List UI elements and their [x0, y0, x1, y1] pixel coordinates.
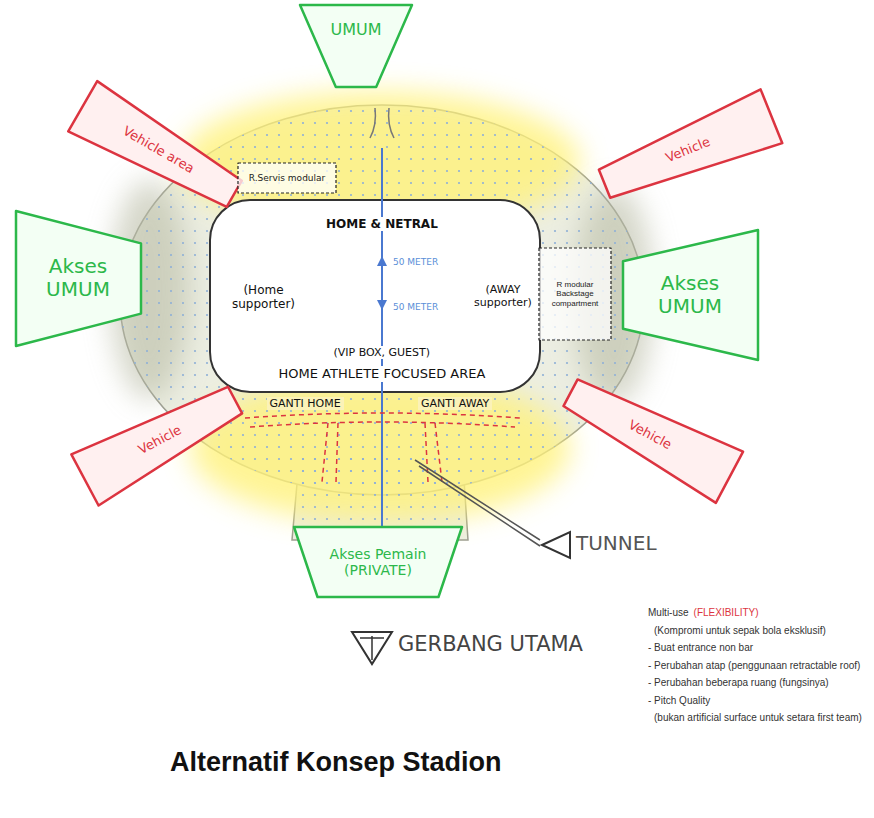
note-text: - Perubahan atap (penggunaan retractable…	[648, 660, 860, 671]
note-text: Multi-use	[648, 607, 689, 618]
zone-outline-shape	[300, 5, 412, 87]
stand-label: (AWAY supporter)	[466, 283, 540, 309]
zone-outline-shape	[557, 367, 743, 503]
dimension-label: 50 METER	[393, 257, 438, 268]
gate-marker	[352, 632, 392, 664]
zone-outline-shape	[68, 81, 249, 219]
note-row: - Buat entrance non bar	[648, 641, 868, 655]
note-text: - Perubahan beberapa ruang (fungsinya)	[648, 677, 829, 688]
vehicle-zone: Vehicle area	[68, 81, 249, 219]
pitch	[210, 200, 540, 392]
zone-text: Akses UMUM	[650, 272, 730, 318]
dimension-label: 50 METER	[393, 302, 438, 313]
note-text: - Pitch Quality	[648, 695, 710, 706]
zone-outline-shape	[623, 230, 758, 360]
vehicle-zone: Vehicle	[594, 89, 783, 210]
room-label: GANTI AWAY	[418, 397, 492, 410]
callout-label: GERBANG UTAMA	[398, 632, 583, 657]
notes-block: Multi-use (FLEXIBILITY) (Kompromi untuk se…	[648, 606, 868, 729]
zone-outline	[300, 5, 412, 87]
note-row: - Perubahan beberapa ruang (fungsinya)	[648, 676, 868, 690]
zone-label: Akses UMUM	[38, 255, 118, 301]
zone-text: R modular Backstage compartment	[547, 280, 603, 308]
modular-room-box: R modular Backstage compartment	[539, 248, 611, 340]
player-access-zone: Akses Pemain (PRIVATE)	[294, 527, 462, 597]
zone-label: R.Servis modular	[249, 173, 326, 183]
zone-text: UMUM	[330, 21, 381, 39]
zone-outline-shape	[71, 374, 248, 505]
note-text: (bukan artificial surface untuk setara f…	[654, 712, 862, 723]
north-entrance	[370, 108, 394, 138]
zone-outline-shape	[539, 248, 611, 340]
callout-label: TUNNEL	[576, 531, 657, 555]
note-row: - Perubahan atap (penggunaan retractable…	[648, 659, 868, 673]
tunnel-marker	[542, 532, 570, 558]
note-row: (bukan artificial surface untuk setara f…	[648, 711, 868, 725]
axis-line	[381, 148, 383, 540]
room-label: GANTI HOME	[267, 397, 344, 410]
stand-label: (Home supporter)	[216, 283, 311, 312]
zone-label: UMUM	[330, 21, 381, 39]
stand-label: (VIP BOX, GUEST)	[331, 346, 434, 359]
note-row: - Pitch Quality	[648, 694, 868, 708]
modular-room-box: R.Servis modular	[238, 163, 336, 193]
zone-outline-shape	[238, 163, 336, 193]
zone-label: Akses UMUM	[650, 272, 730, 318]
vehicle-zone: Vehicle	[71, 374, 248, 505]
zone-outline-shape	[594, 89, 783, 210]
arrow-up	[377, 256, 387, 266]
zone-text: Akses Pemain (PRIVATE)	[328, 546, 428, 578]
zone-outline-shape	[16, 211, 141, 346]
public-access-zone: Akses UMUM	[16, 211, 141, 346]
caption: Alternatif Konsep Stadion	[170, 746, 502, 778]
zone-label: R modular Backstage compartment	[547, 280, 603, 308]
arrow-down	[377, 300, 387, 310]
gate-marker	[360, 636, 384, 660]
zone-label: Akses Pemain (PRIVATE)	[328, 546, 428, 578]
note-text: (Kompromi untuk sepak bola eksklusif)	[654, 625, 826, 636]
tunnel-route	[245, 413, 520, 482]
public-access-zone: Akses UMUM	[623, 230, 758, 360]
vehicle-zone: Vehicle	[557, 367, 743, 503]
note-row: Multi-use (FLEXIBILITY)	[648, 606, 868, 620]
zone-text: Akses UMUM	[38, 255, 118, 301]
zone-heading: HOME ATHLETE FOCUSED AREA	[276, 366, 489, 382]
note-row: (Kompromi untuk sepak bola eksklusif)	[648, 624, 868, 638]
note-text: - Buat entrance non bar	[648, 642, 753, 653]
zone-outline-shape	[294, 527, 462, 597]
public-access-zone: UMUM	[300, 5, 412, 87]
zone-heading: HOME & NETRAL	[323, 217, 441, 231]
zone-text: R.Servis modular	[249, 173, 326, 183]
note-text: (FLEXIBILITY)	[694, 607, 759, 618]
